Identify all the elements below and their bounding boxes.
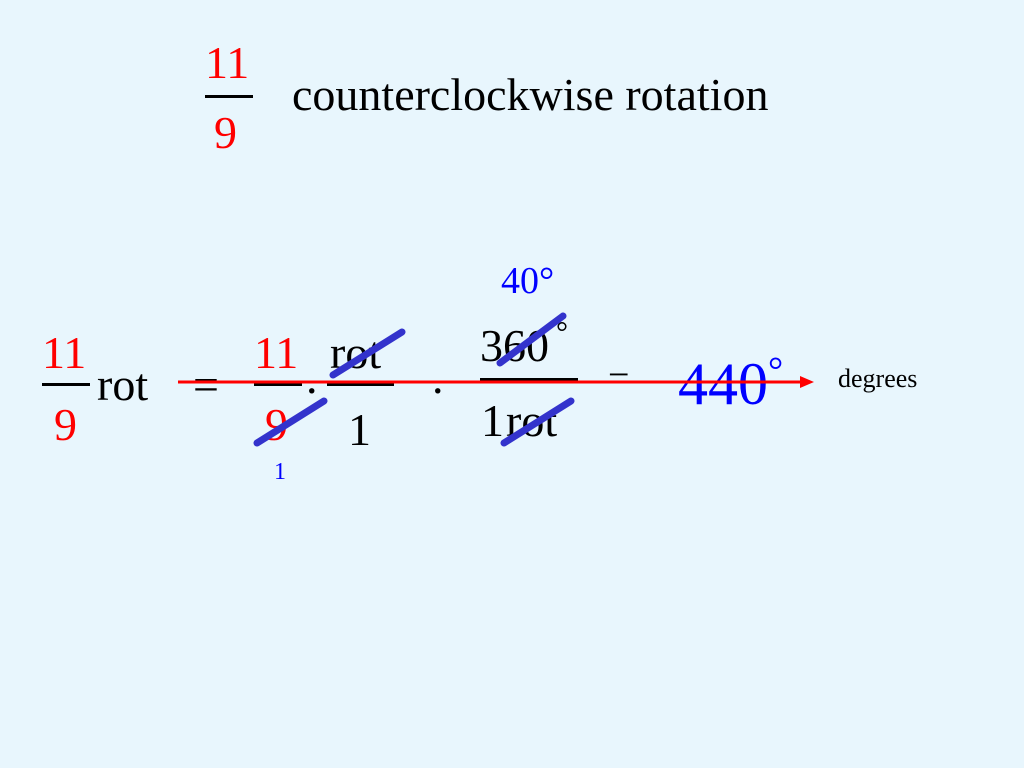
multiply-dot-1: .	[306, 352, 318, 403]
frac3-numerator-degree: °	[556, 316, 568, 349]
frac3-denominator-number: 1	[481, 395, 504, 446]
frac1-fraction-bar	[254, 383, 302, 386]
equals-sign-1: =	[193, 359, 219, 410]
frac3-fraction-bar	[480, 378, 578, 381]
equals-sign-2: =	[608, 358, 630, 400]
lhs-unit: rot	[97, 359, 149, 410]
conversion-arrow-head	[800, 376, 814, 388]
lhs-numerator: 11	[42, 327, 87, 378]
frac2-fraction-bar	[327, 383, 394, 386]
title-text: counterclockwise rotation	[292, 69, 769, 120]
strike-rot-denominator	[500, 397, 575, 447]
result-unit: degrees	[838, 364, 918, 393]
frac2-denominator: 1	[348, 404, 371, 455]
lhs-fraction-bar	[42, 383, 90, 386]
title-numerator: 11	[205, 37, 250, 88]
strike-nine-denominator	[253, 397, 328, 447]
result-value: 440	[678, 351, 768, 417]
strike-rot-numerator	[329, 328, 406, 379]
frac3-numerator: 360	[480, 320, 549, 371]
multiply-dot-2: .	[432, 352, 444, 403]
lhs-denominator: 9	[54, 399, 77, 450]
title-fraction-bar	[205, 95, 253, 98]
strike-360-numerator	[496, 312, 567, 367]
annotation-reduced-9: 1	[274, 459, 286, 485]
frac1-numerator: 11	[254, 327, 299, 378]
title-denominator: 9	[214, 107, 237, 158]
annotation-reduced-360: 40°	[501, 260, 555, 302]
